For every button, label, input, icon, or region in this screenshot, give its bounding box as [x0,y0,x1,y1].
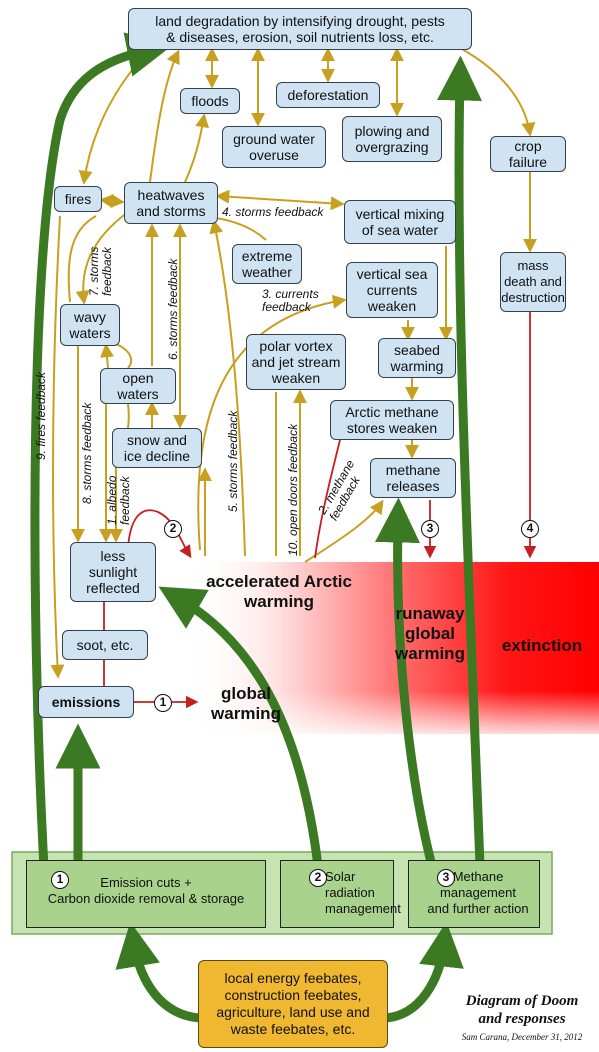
response-3-number: 3 [437,869,455,887]
open-doors-feedback-label: 10. open doors feedback [286,423,300,556]
arctic-warming-band-fade [188,562,599,734]
floods-node: floods [180,88,240,114]
arrow-wavy-openwaters [115,343,133,369]
arrow-fires-emissions [50,215,65,679]
diagram-author: Sam Carana, December 31, 2012 [461,1032,583,1042]
green-arrow-r2-less [158,586,323,871]
response-1-box: 1 Emission cuts + Carbon dioxide removal… [26,860,266,928]
global-warming-label: global warming [211,684,281,723]
heatwaves-node: heatwaves and storms [124,182,218,224]
green-arrow-r3-methane [374,497,437,871]
response-2-text: Solar radiation management [325,869,401,916]
fires-feedback-label: 9. fires feedback [34,371,48,460]
storms-feedback-8-label: 8. storms feedback [80,402,94,504]
storms-feedback-5-label: 5. storms feedback [226,410,240,512]
marker-1: 1 [154,694,172,712]
arrow-heatwaves-floods [184,113,210,183]
response-1-text: Emission cuts + Carbon dioxide removal &… [47,875,245,906]
ground-water-node: ground water overuse [222,126,326,168]
deforestation-node: deforestation [276,82,380,108]
storms-feedback-6-label: 6. storms feedback [166,258,180,360]
response-2-box: 2 Solar radiation management [280,860,401,928]
green-arrow-feebates-r3 [381,921,464,1023]
arrow-land-cropfailure [459,47,536,137]
diagram-title: Diagram of Doom and responses [465,993,579,1027]
green-arrow-feebates-r1 [115,921,205,1023]
green-arrow-r3-land [437,55,485,871]
mass-death-node: mass death and destruction [500,252,566,312]
arrow-arcticmethane-accel [314,439,341,559]
polar-vortex-node: polar vortex and jet stream weaken [246,334,346,390]
albedo-feedback-label: 1. albedo feedback [105,475,132,525]
marker-4: 4 [521,520,539,538]
vertical-currents-node: vertical sea currents weaken [346,262,438,318]
storms-feedback-4-label: 4. storms feedback [222,205,324,219]
seabed-warming-node: seabed warming [378,338,456,378]
arrow-storms-extreme [215,217,267,241]
arctic-methane-node: Arctic methane stores weaken [330,400,454,440]
arrow-storms-feedback-5 [209,219,246,557]
arrow-storms-feedback-7 [67,215,97,303]
arrow-less-accel [127,509,192,559]
plowing-node: plowing and overgrazing [342,116,442,162]
extreme-weather-node: extreme weather [232,244,302,284]
arrow-currents-feedback [197,294,347,551]
crop-failure-node: crop failure [490,136,566,172]
storms-feedback-7-label: 7. storms feedback [87,246,114,296]
methane-releases-node: methane releases [370,458,456,498]
vertical-mixing-node: vertical mixing of sea water [344,200,456,244]
feebates-node: local energy feebates, construction feeb… [198,960,388,1048]
open-waters-node: open waters [100,368,176,404]
currents-feedback-label: 3. currents feedback [262,287,319,314]
marker-3: 3 [421,520,439,538]
arrow-fires-heatwaves [99,193,125,209]
less-sunlight-node: less sunlight reflected [70,542,156,602]
soot-node: soot, etc. [62,630,148,660]
wavy-waters-node: wavy waters [60,304,120,346]
extinction-label: extinction [501,636,583,655]
arrow-openwaters-wavy [100,343,114,369]
land-degradation-node: land degradation by intensifying drought… [128,8,472,50]
runaway-warming-label: runaway global warming [395,604,465,663]
emissions-node: emissions [38,686,134,718]
marker-2: 2 [164,520,182,538]
snow-ice-node: snow and ice decline [112,428,202,468]
response-2-number: 2 [309,869,327,887]
response-3-box: 3 Methane management and further action [408,860,540,928]
arrow-heatwaves-wavy [75,211,129,305]
accelerated-warming-label: accelerated Arctic warming [206,572,352,611]
arrow-heatwaves-land [149,49,180,183]
green-arrow-r1-land [30,32,173,873]
response-1-number: 1 [51,871,69,889]
fires-node: fires [54,186,102,212]
arrow-heatwaves-verticalmixing [215,189,345,211]
response-3-text: Methane management and further action [427,869,529,916]
